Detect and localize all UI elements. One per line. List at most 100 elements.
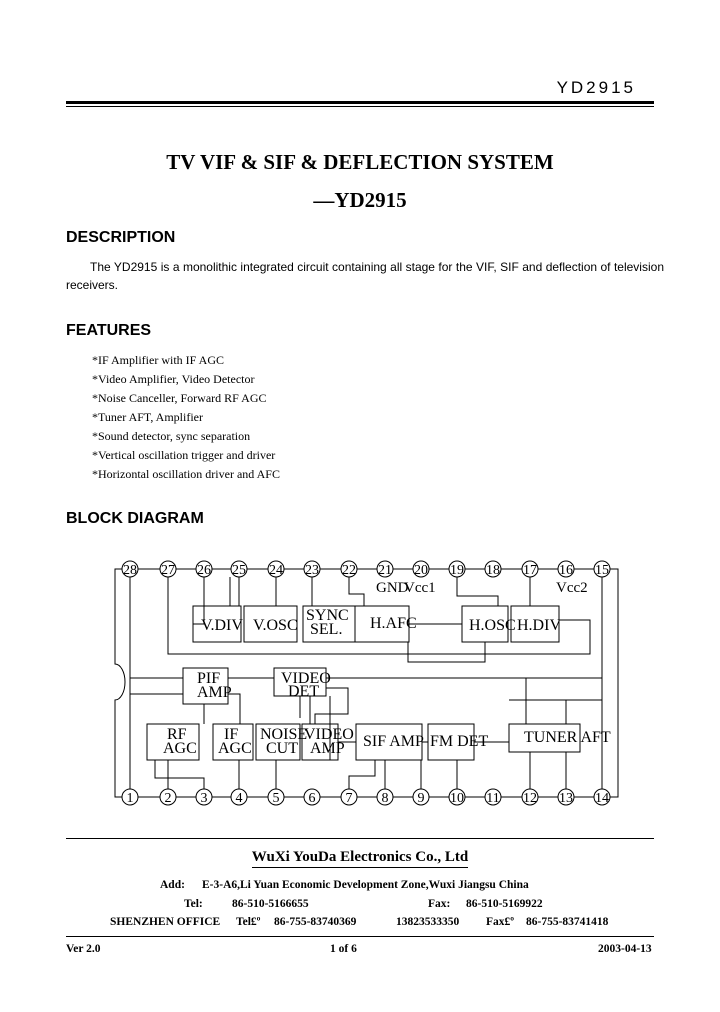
- shenzhen-fax-label: Fax£º: [486, 916, 515, 928]
- block-rf-agc: [146, 723, 200, 761]
- pin-number: 20: [414, 563, 428, 578]
- feature-item: *Vertical oscillation trigger and driver: [92, 448, 276, 462]
- shenzhen-office-label: SHENZHEN OFFICE: [110, 916, 221, 928]
- pin-number: 10: [450, 791, 464, 806]
- fax-number: 86-510-5169922: [466, 898, 543, 910]
- hafc-label: H.AFC: [370, 615, 417, 632]
- tel-number: 86-510-5166655: [232, 898, 309, 910]
- pin-number: 6: [309, 791, 316, 806]
- pin-number: 27: [161, 563, 175, 578]
- video-amp-label-2: AMP: [310, 740, 345, 757]
- footer-rule: [66, 838, 654, 839]
- shenzhen-mobile: 13823533350: [396, 916, 460, 928]
- pin-number: 11: [486, 791, 499, 806]
- pin-number: 4: [236, 791, 243, 806]
- video-det-label: VIDEO: [281, 670, 331, 687]
- vcc1-label: Vcc1: [404, 580, 436, 596]
- hosc-label: H.OSC: [469, 617, 516, 634]
- pin-number: 14: [595, 791, 609, 806]
- tel-label: Tel:: [184, 898, 203, 910]
- pin-number: 12: [523, 791, 537, 806]
- company-name: WuXi YouDa Electronics Co., Ltd: [0, 849, 720, 868]
- pin-number: 3: [201, 791, 208, 806]
- pin-number: 25: [232, 563, 246, 578]
- pin-number: 5: [273, 791, 280, 806]
- page-number: 1 of 6: [330, 943, 357, 955]
- pin-number: 21: [378, 563, 392, 578]
- block-vosc: [243, 605, 298, 643]
- address: E-3-A6,Li Yuan Economic Development Zone…: [202, 879, 529, 891]
- noise-cut-label-2: CUT: [266, 740, 298, 757]
- block-diagram-heading: BLOCK DIAGRAM: [66, 510, 204, 527]
- ic-outline: [114, 568, 619, 798]
- address-label: Add:: [160, 879, 185, 891]
- pin-number: 22: [342, 563, 356, 578]
- document-title: TV VIF & SIF & DEFLECTION SYSTEM: [166, 150, 554, 174]
- feature-item: *Tuner AFT, Amplifier: [92, 410, 204, 424]
- fm-det-label: FM DET: [430, 733, 488, 750]
- pin-number: 9: [418, 791, 425, 806]
- shenzhen-fax: 86-755-83741418: [526, 916, 609, 928]
- block-if-agc: [212, 723, 254, 761]
- feature-item: *Video Amplifier, Video Detector: [92, 372, 255, 386]
- block-hdiv: [510, 605, 560, 643]
- sync-sel-label: SYNC: [306, 607, 349, 624]
- signal-lines: [129, 577, 603, 789]
- shenzhen-tel-label: Tel£º: [236, 916, 261, 928]
- shenzhen-tel: 86-755-83740369: [274, 916, 357, 928]
- pin-number: 18: [486, 563, 500, 578]
- if-agc-label: IF: [224, 726, 238, 743]
- rf-agc-label: RF: [167, 726, 187, 743]
- vosc-label: V.OSC: [253, 617, 298, 634]
- gnd-label: GND: [376, 580, 409, 596]
- sif-amp-label: SIF AMP: [363, 733, 424, 750]
- if-agc-label-2: AGC: [218, 740, 252, 757]
- description-text: The YD2915 is a monolithic integrated ci…: [66, 260, 664, 292]
- bottom-pin-numbers: 1 2 3 4 5 6 7 8 9 10 11 12 13 14: [127, 791, 610, 806]
- vcc2-label: Vcc2: [556, 580, 588, 596]
- top-pin-circles: [121, 560, 611, 578]
- block-pif: [182, 667, 229, 705]
- feature-item: *IF Amplifier with IF AGC: [92, 353, 225, 367]
- pin-number: 16: [559, 563, 573, 578]
- pin-number: 8: [382, 791, 389, 806]
- pin-number: 2: [165, 791, 172, 806]
- pin-number: 15: [595, 563, 609, 578]
- video-amp-label: VIDEO: [304, 726, 354, 743]
- page-footer-rule: [66, 936, 654, 937]
- feature-item: *Sound detector, sync separation: [92, 429, 251, 443]
- sync-sel-label-2: SEL.: [310, 621, 342, 638]
- pif-label-2: AMP: [197, 684, 232, 701]
- pin-number: 28: [123, 563, 137, 578]
- feature-item: *Noise Canceller, Forward RF AGC: [92, 391, 267, 405]
- top-pin-numbers: 28 27 26 25 24 23 22 21 20 19 18 17 16 1…: [123, 563, 609, 578]
- version-label: Ver 2.0: [66, 943, 101, 955]
- rf-agc-label-2: AGC: [163, 740, 197, 757]
- video-det-label-2: DET: [288, 683, 319, 700]
- pin-number: 13: [559, 791, 573, 806]
- noise-cut-label: NOISE: [260, 726, 307, 743]
- features-heading: FEATURES: [66, 322, 152, 339]
- header-rule: [66, 101, 654, 104]
- block-tuner-aft: [508, 723, 581, 753]
- block-noise-cut: [255, 723, 301, 761]
- header-rule-thin: [66, 106, 654, 107]
- part-number: YD2915: [556, 78, 636, 97]
- pin-number: 7: [346, 791, 353, 806]
- pin-number: 23: [305, 563, 319, 578]
- pin-number: 26: [197, 563, 211, 578]
- pin-number: 24: [269, 563, 283, 578]
- pin-number: 19: [450, 563, 464, 578]
- pin-number: 1: [127, 791, 134, 806]
- description-heading: DESCRIPTION: [66, 229, 176, 246]
- document-date: 2003-04-13: [598, 943, 652, 955]
- document-subtitle: —YD2915: [313, 188, 407, 212]
- pif-label: PIF: [197, 670, 220, 687]
- tuner-aft-label: TUNER AFT: [524, 729, 611, 746]
- features-list: *IF Amplifier with IF AGC *Video Amplifi…: [92, 351, 280, 484]
- feature-item: *Horizontal oscillation driver and AFC: [92, 467, 280, 481]
- pin-number: 17: [523, 563, 537, 578]
- fax-label: Fax:: [428, 898, 451, 910]
- hdiv-label: H.DIV: [517, 617, 561, 634]
